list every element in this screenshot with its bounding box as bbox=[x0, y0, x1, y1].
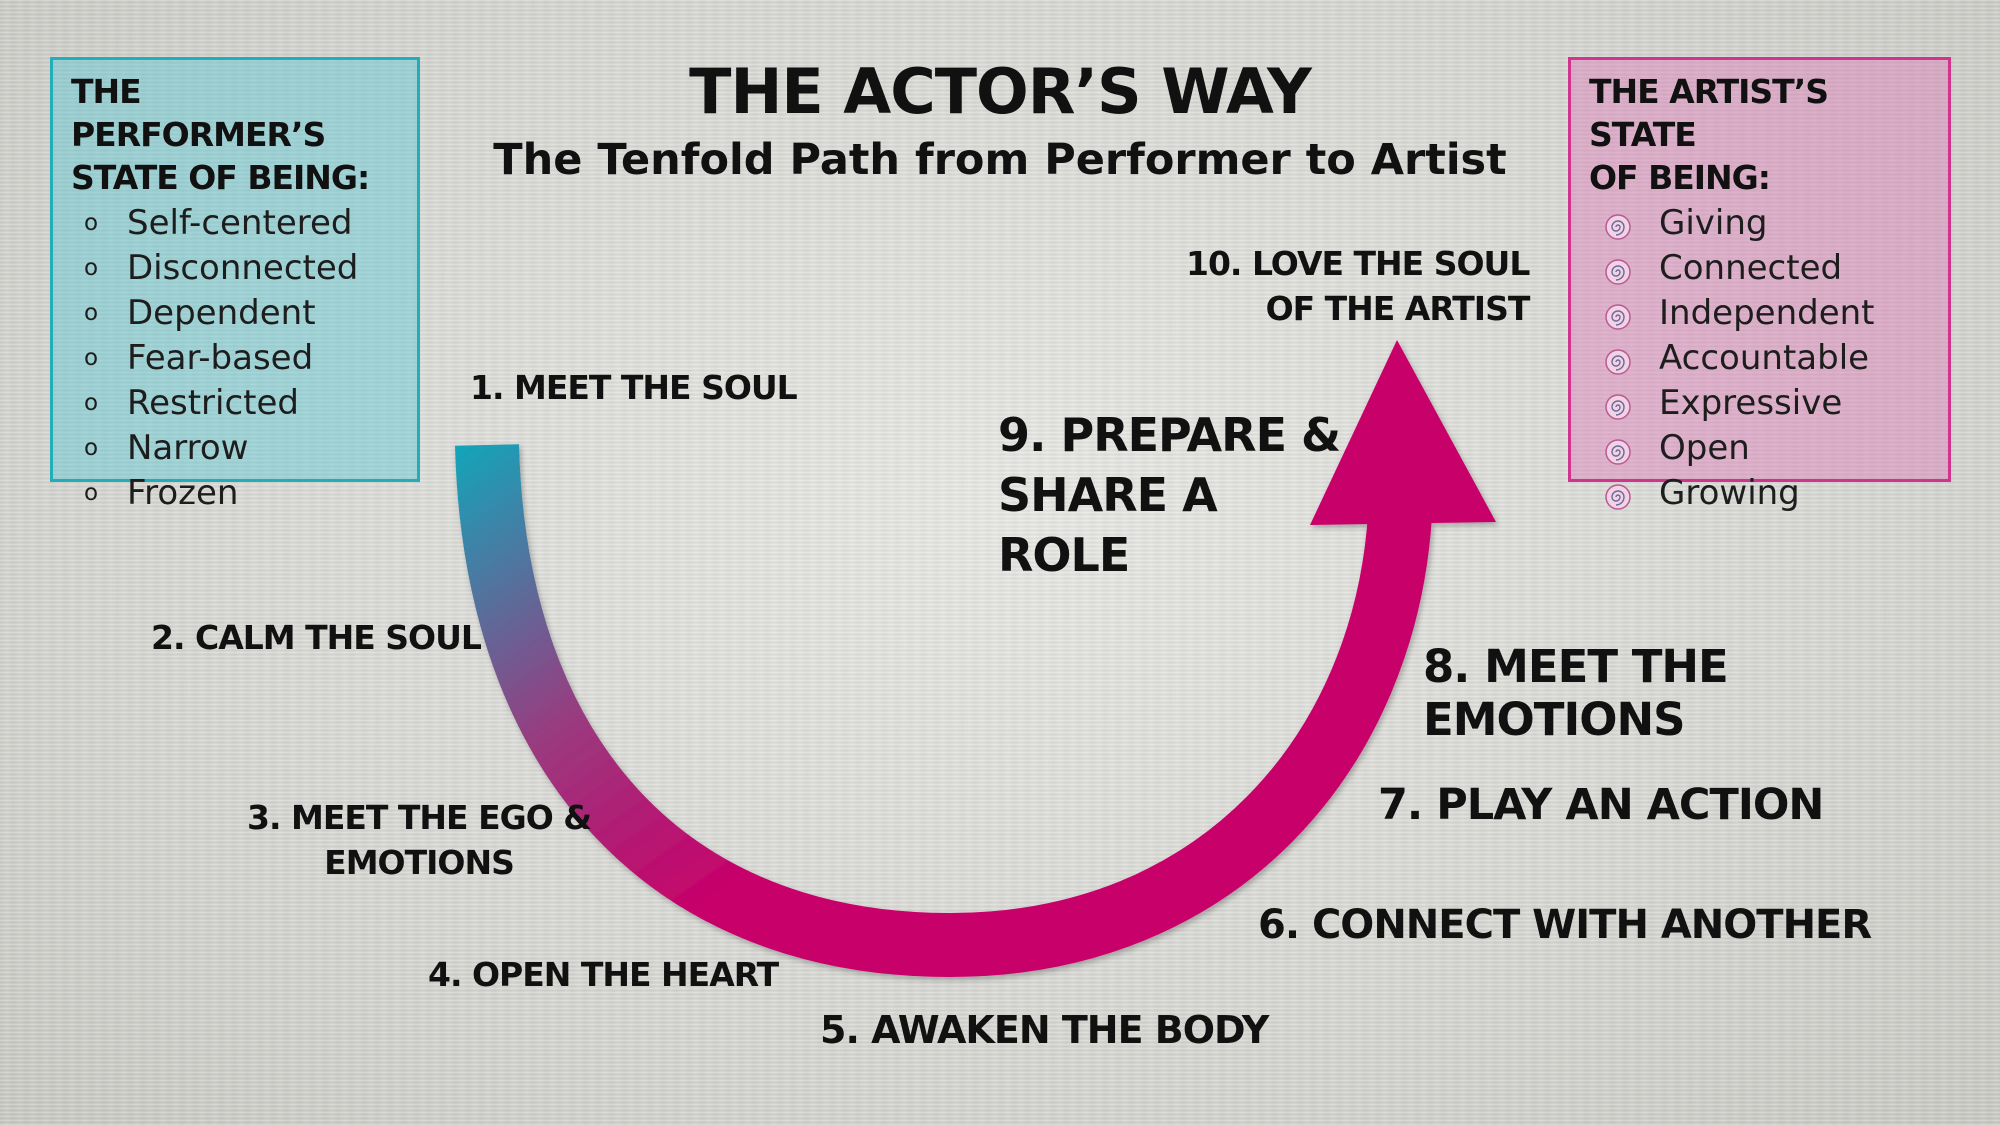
performer-state-item: o Dependent bbox=[71, 291, 399, 336]
performer-state-item-label: Disconnected bbox=[127, 248, 359, 288]
performer-state-item-label: Narrow bbox=[127, 428, 249, 468]
artist-state-item-label: Expressive bbox=[1659, 383, 1843, 423]
performer-state-item-label: Frozen bbox=[127, 473, 239, 513]
artist-state-list: Giving Connected Independent Accountable… bbox=[1589, 201, 1930, 516]
performer-state-item-label: Dependent bbox=[127, 293, 316, 333]
step-5-label: 5. AWAKEN THE BODY bbox=[820, 1008, 1269, 1052]
performer-heading-line-2: STATE OF BEING: bbox=[71, 158, 370, 197]
path-arrow-body bbox=[455, 444, 1432, 978]
artist-state-item-label: Open bbox=[1659, 428, 1750, 468]
performer-state-item-label: Self-centered bbox=[127, 203, 353, 243]
circle-bullet-icon: o bbox=[83, 435, 99, 461]
artist-heading-line-2: OF BEING: bbox=[1589, 158, 1771, 197]
spiral-icon bbox=[1603, 479, 1633, 510]
performer-state-item: o Fear-based bbox=[71, 336, 399, 381]
performer-state-item: o Restricted bbox=[71, 381, 399, 426]
artist-state-item-label: Connected bbox=[1659, 248, 1843, 288]
artist-state-item: Independent bbox=[1589, 291, 1930, 336]
artist-state-item: Open bbox=[1589, 426, 1930, 471]
step-3-label: 3. MEET THE EGO & EMOTIONS bbox=[247, 798, 592, 882]
artist-state-item-label: Independent bbox=[1659, 293, 1875, 333]
step-1: 1. MEET THE SOUL bbox=[470, 368, 798, 407]
artist-state-item-label: Giving bbox=[1659, 203, 1768, 243]
circle-bullet-icon: o bbox=[83, 480, 99, 506]
performer-state-item: o Frozen bbox=[71, 471, 399, 516]
spiral-icon bbox=[1603, 209, 1633, 240]
circle-bullet-icon: o bbox=[83, 390, 99, 416]
circle-bullet-icon: o bbox=[83, 255, 99, 281]
step-9-label: 9. PREPARE & SHARE A ROLE bbox=[998, 408, 1341, 582]
path-arrow-head bbox=[1310, 340, 1496, 525]
step-3: 3. MEET THE EGO & EMOTIONS bbox=[247, 795, 592, 885]
step-6-label: 6. CONNECT WITH ANOTHER bbox=[1258, 902, 1872, 948]
step-2: 2. CALM THE SOUL bbox=[151, 618, 482, 657]
artist-state-box: THE ARTIST’S STATE OF BEING: Giving Conn… bbox=[1568, 57, 1951, 513]
artist-state-item: Accountable bbox=[1589, 336, 1930, 381]
performer-heading-line-1: THE PERFORMER’S bbox=[71, 72, 326, 154]
spiral-icon bbox=[1603, 254, 1633, 285]
performer-state-item-label: Restricted bbox=[127, 383, 300, 423]
diagram-title: THE ACTOR’S WAY bbox=[689, 55, 1312, 128]
performer-state-item: o Narrow bbox=[71, 426, 399, 471]
circle-bullet-icon: o bbox=[83, 345, 99, 371]
spiral-icon bbox=[1603, 299, 1633, 330]
step-2-label: 2. CALM THE SOUL bbox=[151, 618, 482, 657]
artist-state-item: Connected bbox=[1589, 246, 1930, 291]
performer-state-item: o Disconnected bbox=[71, 246, 399, 291]
circle-bullet-icon: o bbox=[83, 300, 99, 326]
artist-state-item-label: Accountable bbox=[1659, 338, 1870, 378]
step-7: 7. PLAY AN ACTION bbox=[1378, 780, 1824, 830]
artist-state-heading: THE ARTIST’S STATE OF BEING: bbox=[1589, 70, 1930, 199]
step-4-label: 4. OPEN THE HEART bbox=[428, 955, 779, 994]
step-10-label: 10. LOVE THE SOUL OF THE ARTIST bbox=[1186, 244, 1530, 328]
artist-state-item-label: Growing bbox=[1659, 473, 1800, 513]
step-8-label: 8. MEET THE EMOTIONS bbox=[1423, 640, 1729, 746]
performer-state-box: THE PERFORMER’S STATE OF BEING: o Self-ce… bbox=[50, 57, 420, 513]
performer-state-item: o Self-centered bbox=[71, 201, 399, 246]
step-10: 10. LOVE THE SOUL OF THE ARTIST bbox=[1186, 241, 1530, 331]
artist-heading-line-1: THE ARTIST’S STATE bbox=[1589, 72, 1829, 154]
step-7-label: 7. PLAY AN ACTION bbox=[1378, 780, 1824, 830]
artist-state-item: Expressive bbox=[1589, 381, 1930, 426]
artist-state-item: Growing bbox=[1589, 471, 1930, 516]
performer-state-heading: THE PERFORMER’S STATE OF BEING: bbox=[71, 70, 399, 199]
step-5: 5. AWAKEN THE BODY bbox=[820, 1008, 1269, 1052]
spiral-icon bbox=[1603, 389, 1633, 420]
spiral-icon bbox=[1603, 344, 1633, 375]
step-8: 8. MEET THE EMOTIONS bbox=[1423, 640, 2000, 746]
artist-state-item: Giving bbox=[1589, 201, 1930, 246]
step-4: 4. OPEN THE HEART bbox=[428, 955, 779, 994]
step-6: 6. CONNECT WITH ANOTHER bbox=[1258, 902, 1872, 948]
step-1-label: 1. MEET THE SOUL bbox=[470, 368, 798, 407]
circle-bullet-icon: o bbox=[83, 210, 99, 236]
performer-state-item-label: Fear-based bbox=[127, 338, 314, 378]
spiral-icon bbox=[1603, 434, 1633, 465]
step-9: 9. PREPARE & SHARE A ROLE bbox=[998, 405, 1341, 585]
diagram-subtitle: The Tenfold Path from Performer to Artis… bbox=[493, 135, 1507, 185]
